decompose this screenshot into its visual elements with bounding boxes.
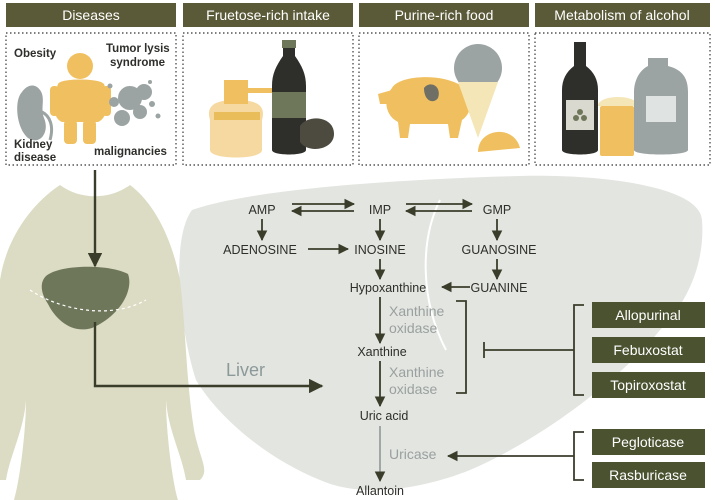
xo-inhibition (456, 300, 584, 396)
drug-febuxostat: Febuxostat (613, 342, 682, 358)
soda-bottle-cap (282, 40, 296, 48)
drug-pegloticase: Pegloticase (612, 434, 685, 450)
liver-background (179, 175, 703, 491)
ice-cream-scoop-icon (454, 44, 502, 92)
alcohol-illustration (562, 42, 688, 156)
drug-allopurinal: Allopurinal (615, 307, 680, 323)
drug-rasburicase: Rasburicase (609, 467, 687, 483)
uricase-activation (446, 431, 584, 481)
honey-pot-icon (209, 100, 263, 158)
dipper-stick (246, 88, 282, 93)
header-purine (359, 3, 529, 27)
enzyme-xo1-line1: Xanthine (389, 303, 444, 319)
node-gmp: GMP (483, 203, 511, 217)
box-diseases (5, 32, 177, 166)
shellfish-icon (478, 131, 520, 152)
label-malignancies: malignancies (94, 146, 167, 158)
header-fructose-label: Fruetose-rich intake (206, 7, 330, 23)
enzyme-xo1-line2: oxidase (389, 320, 437, 336)
pathway: AMP IMP GMP ADENOSINE INOSINE GUANOSINE … (223, 203, 536, 498)
body-silhouette (0, 185, 205, 500)
header-diseases (6, 3, 176, 27)
cause-boxes (5, 32, 711, 166)
ureter-icon (41, 110, 54, 141)
label-kidney-1: Kidney (14, 139, 53, 151)
pathway-arrows (256, 198, 503, 408)
liver-lobe-outline (424, 199, 447, 351)
node-imp: IMP (369, 203, 391, 217)
drug-boxes: Allopurinal Febuxostat Topiroxostat Pegl… (592, 302, 705, 488)
kidney-icon (17, 85, 46, 141)
drug-bracket-xo (573, 304, 584, 396)
human-body (0, 185, 205, 500)
date-fruit-icon (300, 118, 334, 149)
drug-topiroxostat: Topiroxostat (610, 377, 686, 393)
grape-icon (577, 109, 583, 115)
liver-label: Liver (226, 360, 265, 380)
label-kidney-2: disease (14, 152, 56, 164)
purine-illustration (378, 44, 520, 152)
arrow-liver-to-pathway (93, 322, 324, 394)
node-guanine: GUANINE (471, 281, 528, 295)
node-hypoxanthine: Hypoxanthine (350, 281, 426, 295)
wine-bottle-icon (562, 42, 598, 155)
drug-febuxostat-box (592, 337, 705, 363)
node-allantoin: Allantoin (356, 484, 404, 498)
ice-cream-cone-icon (458, 82, 498, 138)
enzyme-xo2-line2: oxidase (389, 381, 437, 397)
label-obesity: Obesity (14, 48, 57, 60)
drug-bracket-uricase (573, 431, 584, 481)
honey-pot-lid (214, 112, 260, 120)
header-bars: Diseases Fruetose-rich intake Purine-ric… (6, 3, 710, 27)
drug-topiroxostat-box (592, 372, 705, 398)
enzymes: Xanthine oxidase Xanthine oxidase Uricas… (389, 303, 444, 462)
drug-allopurinal-box (592, 302, 705, 328)
pig-snout (378, 90, 394, 104)
xo-bracket (456, 300, 467, 394)
label-tumor-2: syndrome (110, 57, 165, 69)
node-xanthine: Xanthine (357, 345, 406, 359)
box-fructose (182, 32, 354, 166)
header-alcohol (535, 3, 710, 27)
header-purine-label: Purine-rich food (395, 7, 494, 23)
enzyme-uricase: Uricase (389, 446, 437, 462)
fructose-illustration (209, 40, 334, 158)
node-uric-acid: Uric acid (360, 409, 409, 423)
label-tumor-1: Tumor lysis (106, 43, 170, 55)
node-amp: AMP (248, 203, 275, 217)
organ-outline (29, 289, 147, 312)
box-alcohol (534, 32, 711, 166)
hand-dipper-icon (224, 80, 248, 104)
beer-foam (598, 97, 638, 106)
diseases-illustration: Obesity Tumor lysis syndrome Kidney dise… (14, 43, 170, 164)
pig-icon (386, 77, 471, 138)
node-inosine: INOSINE (354, 243, 405, 257)
soda-label (272, 92, 306, 118)
drug-pegloticase-box (592, 429, 705, 455)
liquor-label (646, 96, 676, 122)
box-purine (358, 32, 530, 166)
header-fructose (183, 3, 353, 27)
node-adenosine: ADENOSINE (223, 243, 297, 257)
liver-organ-icon (41, 266, 130, 330)
obese-person-icon (50, 53, 111, 144)
pig-ear (424, 84, 439, 102)
node-guanosine: GUANOSINE (461, 243, 536, 257)
beer-mug-icon (600, 106, 634, 156)
tumor-cells-icon (107, 80, 161, 126)
enzyme-xo2-line1: Xanthine (389, 364, 444, 380)
header-alcohol-label: Metabolism of alcohol (554, 7, 689, 23)
header-diseases-label: Diseases (62, 7, 120, 23)
drug-rasburicase-box (592, 462, 705, 488)
